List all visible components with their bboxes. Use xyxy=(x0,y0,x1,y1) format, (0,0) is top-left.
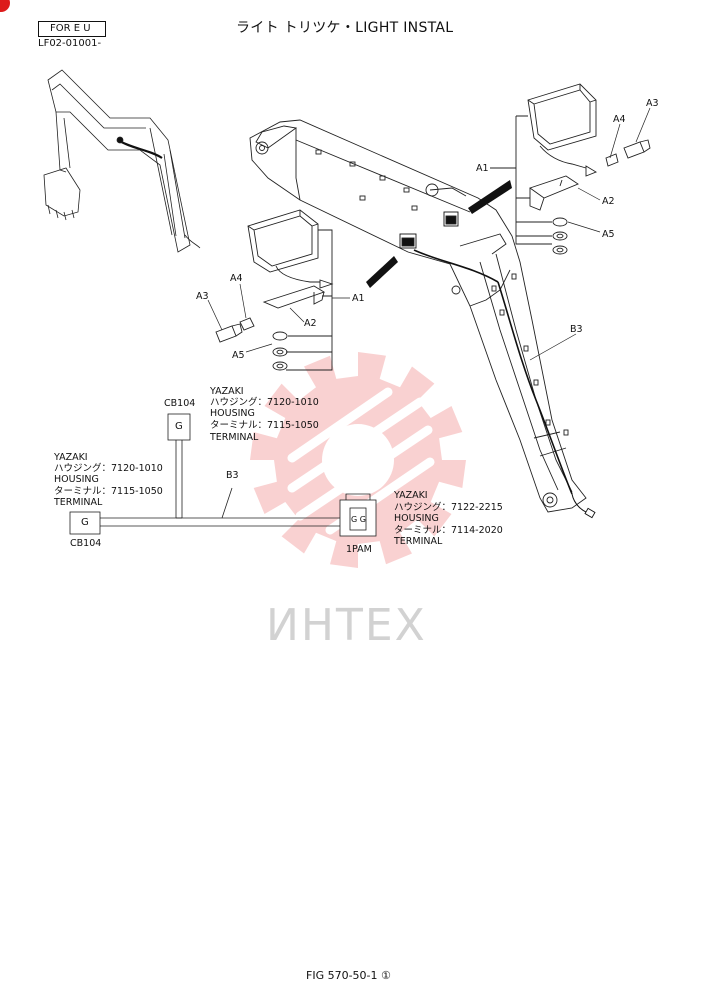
upper-lamp-assembly xyxy=(490,83,651,255)
corner-marker xyxy=(0,0,10,12)
connector-pam-terminal: TERMINAL xyxy=(394,536,443,547)
connector-left-pin: G xyxy=(81,517,89,528)
connector-pam-housing: HOUSING xyxy=(394,513,439,524)
connector-pam-terminal-jp: ターミナル：7114-2020 xyxy=(394,525,503,536)
connector-top-pin: G xyxy=(175,421,183,432)
connector-left-maker: YAZAKI xyxy=(54,452,88,463)
lower-lamp-assembly xyxy=(215,209,334,371)
connector-pam-pins: G G xyxy=(351,515,366,524)
leader-lines xyxy=(207,107,651,361)
excavator-thumbnail xyxy=(43,69,201,253)
connector-top-housing: HOUSING xyxy=(210,408,255,419)
connector-top-terminal-jp: ターミナル：7115-1050 xyxy=(210,420,319,431)
watermark-text: ИНТЕХ xyxy=(266,600,427,651)
scope-label: FOR E U xyxy=(50,23,91,34)
harness-b3-label: B3 xyxy=(226,470,239,481)
scope-box xyxy=(38,21,106,37)
callout-b3-boom: B3 xyxy=(570,324,583,335)
connector-pam-housing-jp: ハウジング：7122-2215 xyxy=(394,502,503,513)
figure-number: FIG 570-50-1 ① xyxy=(306,969,391,982)
callout-a4-lower: A4 xyxy=(230,273,243,284)
connector-left-label: CB104 xyxy=(70,538,102,549)
connector-left-terminal-jp: ターミナル：7115-1050 xyxy=(54,486,163,497)
callout-a2-lower: A2 xyxy=(304,318,317,329)
callout-a3-lower: A3 xyxy=(196,291,209,302)
callout-a5-lower: A5 xyxy=(232,350,245,361)
connector-pam-maker: YAZAKI xyxy=(394,490,428,501)
connector-left-housing: HOUSING xyxy=(54,474,99,485)
connector-pam-label: 1PAM xyxy=(346,544,372,555)
connector-top-label: CB104 xyxy=(164,398,196,409)
callout-a4-upper: A4 xyxy=(613,114,626,125)
harness-schematic xyxy=(69,413,377,537)
connector-top-maker: YAZAKI xyxy=(210,386,244,397)
connector-left-terminal: TERMINAL xyxy=(54,497,103,508)
page-title: ライト トリツケ・LIGHT INSTAL xyxy=(236,20,454,36)
callout-a1-lower: A1 xyxy=(352,293,365,304)
callout-a2-upper: A2 xyxy=(602,196,615,207)
connector-left-housing-jp: ハウジング：7120-1010 xyxy=(54,463,163,474)
callout-a5-upper: A5 xyxy=(602,229,615,240)
callout-a3-upper: A3 xyxy=(646,98,659,109)
boom-drawing xyxy=(249,119,596,519)
callout-a1-upper: A1 xyxy=(476,163,489,174)
connector-top-terminal: TERMINAL xyxy=(210,432,259,443)
part-code: LF02-01001- xyxy=(38,38,102,49)
connector-top-housing-jp: ハウジング：7120-1010 xyxy=(210,397,319,408)
